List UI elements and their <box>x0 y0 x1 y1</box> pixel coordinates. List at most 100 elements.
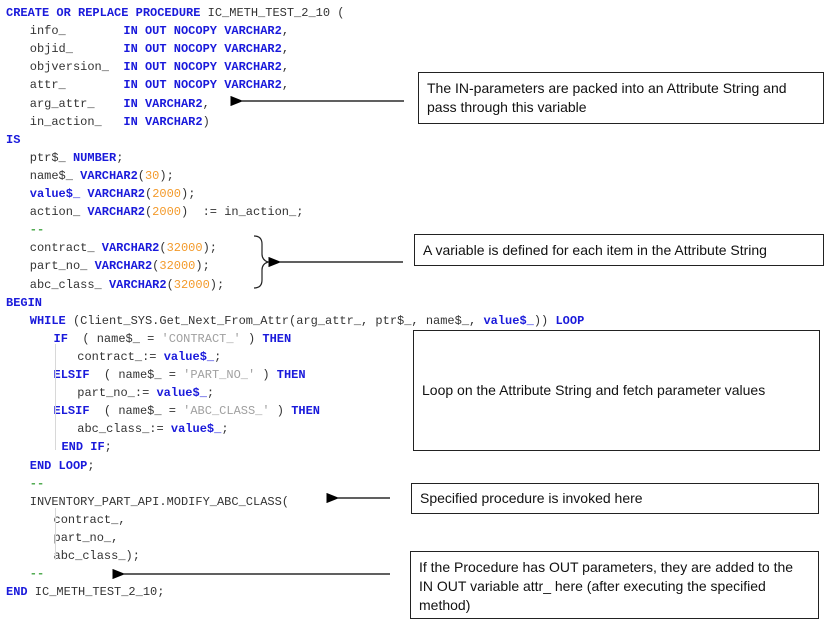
code-token: BEGIN <box>6 295 43 310</box>
code-token: , <box>202 96 210 111</box>
code-token: THEN <box>262 331 292 346</box>
code-token: VARCHAR2 <box>108 277 167 292</box>
code-line: ELSIF ( name$_ = 'ABC_CLASS_' ) THEN <box>54 402 320 420</box>
code-token: ; <box>104 440 112 455</box>
code-token: THEN <box>291 404 320 419</box>
code-token: IN OUT NOCOPY VARCHAR2 <box>123 60 282 75</box>
code-token: ( name$_ = <box>67 331 162 346</box>
code-token: , <box>281 60 290 75</box>
code-token: IF <box>53 331 68 346</box>
code-token: ( <box>159 241 167 256</box>
code-token: ); <box>159 168 174 183</box>
code-token: -- <box>29 223 45 238</box>
code-token: 32000 <box>159 259 196 274</box>
code-token: value$_ <box>156 386 207 401</box>
code-token: INVENTORY_PART_API.MODIFY_ABC_CLASS( <box>29 494 289 509</box>
code-token: ); <box>209 277 225 292</box>
code-token: IN OUT NOCOPY VARCHAR2 <box>123 78 282 93</box>
code-token: VARCHAR2 <box>94 259 153 274</box>
code-token: IN VARCHAR2 <box>123 114 203 129</box>
code-token: , <box>281 78 290 93</box>
code-line: name$_ VARCHAR2(30); <box>30 167 174 185</box>
code-token: 32000 <box>166 241 203 256</box>
code-token: ); <box>202 241 217 256</box>
code-token: ( <box>144 187 153 201</box>
code-token: IN OUT NOCOPY VARCHAR2 <box>123 24 282 39</box>
annotation-text: If the Procedure has OUT parameters, the… <box>419 558 794 613</box>
code-token: ; <box>87 458 95 473</box>
code-token: WHILE <box>29 313 66 328</box>
code-line: value$_ VARCHAR2(2000); <box>30 185 196 203</box>
code-line: contract_ VARCHAR2(32000); <box>30 239 217 257</box>
code-token: 2000 <box>152 187 181 201</box>
code-token: ; <box>221 422 229 437</box>
code-line: objid_ IN OUT NOCOPY VARCHAR2, <box>30 40 289 58</box>
code-line: contract_:= value$_; <box>77 348 221 366</box>
code-token: -- <box>29 567 45 582</box>
code-line: part_no_, <box>54 529 119 547</box>
code-line: CREATE OR REPLACE PROCEDURE IC_METH_TEST… <box>6 4 344 22</box>
annotation-variables: A variable is defined for each item in t… <box>414 234 824 266</box>
code-token: ( name$_ = <box>89 404 184 419</box>
code-token: ( <box>137 168 145 183</box>
code-token: VARCHAR2 <box>101 241 160 256</box>
code-token: IN VARCHAR2 <box>123 96 203 111</box>
code-line: BEGIN <box>6 294 42 312</box>
annotation-invoke: Specified procedure is invoked here <box>411 483 819 514</box>
code-token: 30 <box>144 168 160 183</box>
code-token: value$_ <box>29 187 81 201</box>
code-token: ; <box>206 386 215 401</box>
code-token: ) <box>269 404 292 419</box>
code-line: part_no_ VARCHAR2(32000); <box>30 257 210 275</box>
code-token: END <box>6 585 28 600</box>
code-token: NUMBER <box>72 150 117 165</box>
code-token: objid_ <box>29 42 124 57</box>
code-token: action_ <box>29 205 88 220</box>
annotation-text: A variable is defined for each item in t… <box>423 241 767 258</box>
code-token: IN OUT NOCOPY VARCHAR2 <box>123 42 282 57</box>
code-token: contract_, <box>53 512 126 527</box>
code-token: 2000 <box>152 205 181 220</box>
code-token: abc_class_ <box>29 277 109 292</box>
code-token: arg_attr_ <box>29 96 124 111</box>
code-token: IS <box>6 132 21 147</box>
code-token: ; <box>214 349 222 364</box>
code-line: END IC_METH_TEST_2_10; <box>6 583 164 601</box>
code-line: IF ( name$_ = 'CONTRACT_' ) THEN <box>54 330 292 348</box>
code-line: -- <box>30 475 44 493</box>
code-token: contract_:= <box>77 349 164 364</box>
code-token: name$_ <box>29 168 81 183</box>
indent-guide <box>55 508 56 560</box>
code-token: )) <box>533 313 549 328</box>
code-token: VARCHAR2 <box>87 187 145 201</box>
code-line: ELSIF ( name$_ = 'PART_NO_' ) THEN <box>54 366 306 384</box>
annotation-text: Loop on the Attribute String and fetch p… <box>422 382 766 398</box>
code-line: -- <box>30 565 44 583</box>
code-token: 'PART_NO_' <box>183 368 256 382</box>
annotation-text: Specified procedure is invoked here <box>420 490 643 506</box>
code-line: -- <box>30 221 44 239</box>
code-token: ( name$_ = <box>89 368 184 382</box>
code-token: 32000 <box>173 277 210 292</box>
code-token: ELSIF <box>53 404 90 419</box>
code-token: THEN <box>276 368 306 382</box>
code-token: ELSIF <box>53 368 90 382</box>
code-token: ; <box>116 150 124 165</box>
code-token: ( <box>152 259 160 274</box>
code-line: arg_attr_ IN VARCHAR2, <box>30 95 210 113</box>
code-token: part_no_:= <box>77 386 157 401</box>
code-token: ) := in_action_; <box>180 205 304 220</box>
code-line: abc_class_:= value$_; <box>77 420 228 438</box>
code-token: ) <box>255 368 277 382</box>
code-token: ) <box>202 114 210 129</box>
code-token: VARCHAR2 <box>87 205 145 220</box>
code-token: 'ABC_CLASS_' <box>183 404 270 419</box>
code-line: abc_class_); <box>54 547 140 565</box>
code-token: attr_ <box>29 78 124 93</box>
annotation-out-params: If the Procedure has OUT parameters, the… <box>410 551 819 619</box>
code-token: value$_ <box>170 422 222 437</box>
code-token: ptr$_ <box>29 150 73 165</box>
code-line: contract_, <box>54 511 126 529</box>
code-token: CREATE OR REPLACE PROCEDURE <box>6 6 208 20</box>
code-token: abc_class_:= <box>77 422 171 437</box>
